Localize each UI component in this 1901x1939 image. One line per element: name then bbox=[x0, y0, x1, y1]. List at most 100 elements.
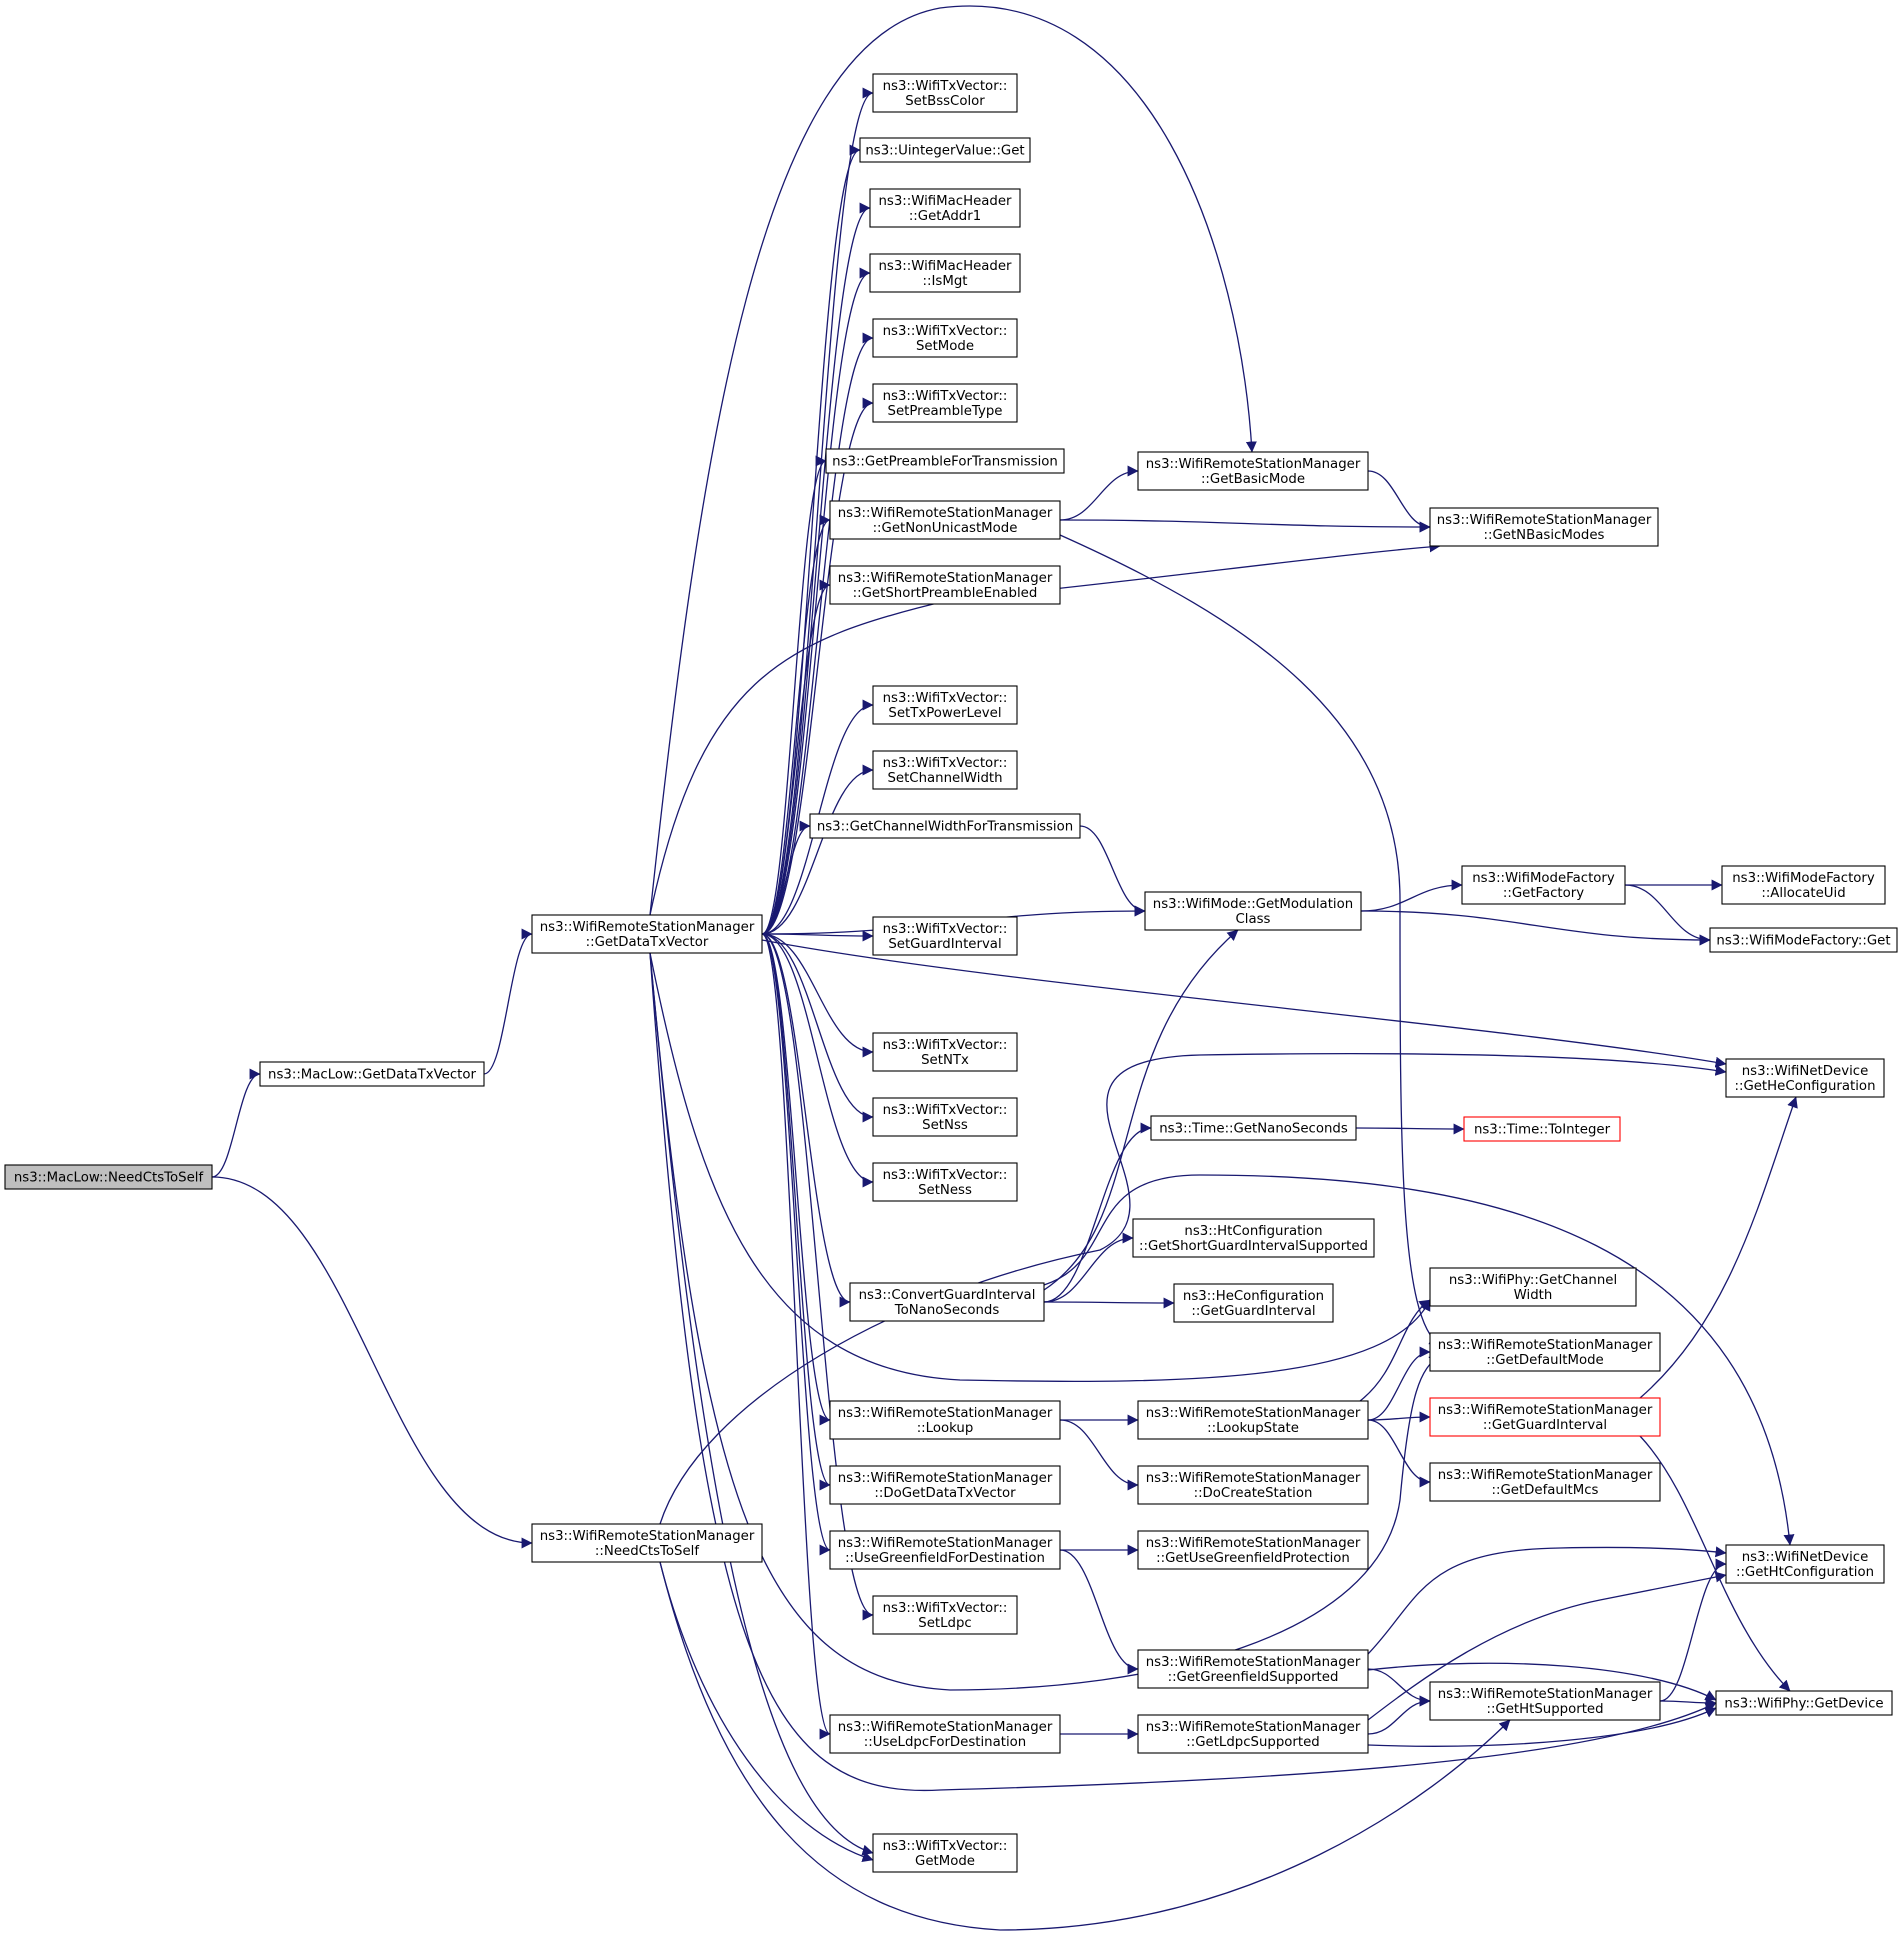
node-box bbox=[1137, 1714, 1369, 1754]
node-wifimodefactory_allocateuid[interactable]: ns3::WifiModeFactory::AllocateUid bbox=[1721, 865, 1886, 905]
node-wifiphy_getchannelwidth[interactable]: ns3::WifiPhy::GetChannelWidth bbox=[1429, 1267, 1637, 1307]
edge-wrsm_getbasicmode-to-wrsm_getnbasicmodes bbox=[1367, 470, 1431, 533]
node-wrsm_getgreenfieldsupported[interactable]: ns3::WifiRemoteStationManager::GetGreenf… bbox=[1137, 1649, 1369, 1689]
node-txv_getmode[interactable]: ns3::WifiTxVector::GetMode bbox=[872, 1833, 1018, 1873]
node-txv_setbsscolor[interactable]: ns3::WifiTxVector::SetBssColor bbox=[872, 73, 1018, 113]
node-wifimodefactory_get[interactable]: ns3::WifiModeFactory::Get bbox=[1709, 927, 1898, 953]
node-box bbox=[1173, 1283, 1334, 1323]
node-wrsm_lookupstate[interactable]: ns3::WifiRemoteStationManager::LookupSta… bbox=[1137, 1400, 1369, 1440]
node-label: ::GetHtConfiguration bbox=[1736, 1565, 1874, 1580]
node-wifiphy_getdevice[interactable]: ns3::WifiPhy::GetDevice bbox=[1715, 1690, 1893, 1716]
node-label: ::GetDefaultMcs bbox=[1492, 1483, 1599, 1498]
node-htconf_getsgisupported[interactable]: ns3::HtConfiguration::GetShortGuardInter… bbox=[1132, 1218, 1375, 1258]
node-wifimodefactory_getfactory[interactable]: ns3::WifiModeFactory::GetFactory bbox=[1461, 865, 1626, 905]
node-root[interactable]: ns3::MacLow::NeedCtsToSelf bbox=[4, 1164, 213, 1190]
edge-wifimode_getmodulationclass-to-wifimodefactory_get bbox=[1360, 910, 1711, 946]
edge-wrsm_getdatatxvector-to-txv_setchannelwidth bbox=[761, 764, 874, 935]
node-heconf_getguardinterval[interactable]: ns3::HeConfiguration::GetGuardInterval bbox=[1173, 1283, 1334, 1323]
node-label: ::NeedCtsToSelf bbox=[595, 1544, 699, 1559]
node-box bbox=[859, 137, 1031, 163]
node-getchannelwidthfortransmission[interactable]: ns3::GetChannelWidthForTransmission bbox=[809, 813, 1081, 839]
node-wrsm_getshortpreambleenabled[interactable]: ns3::WifiRemoteStationManager::GetShortP… bbox=[829, 565, 1061, 605]
node-label: ns3::WifiRemoteStationManager bbox=[1438, 1687, 1653, 1702]
node-txv_setchannelwidth[interactable]: ns3::WifiTxVector::SetChannelWidth bbox=[872, 750, 1018, 790]
node-wrsm_usegreenfieldfordestination[interactable]: ns3::WifiRemoteStationManager::UseGreenf… bbox=[829, 1530, 1061, 1570]
edge-wrsm_gethtsupported-to-netdevice_gethtconfiguration bbox=[1659, 1558, 1727, 1702]
node-wrsm_lookup[interactable]: ns3::WifiRemoteStationManager::Lookup bbox=[829, 1400, 1061, 1440]
node-machdr_getaddr1[interactable]: ns3::WifiMacHeader::GetAddr1 bbox=[869, 188, 1021, 228]
node-label: ns3::WifiRemoteStationManager bbox=[1146, 1655, 1361, 1670]
node-label: ns3::MacLow::GetDataTxVector bbox=[268, 1068, 476, 1083]
node-label: ::UseLdpcForDestination bbox=[864, 1735, 1026, 1750]
node-wrsm_getbasicmode[interactable]: ns3::WifiRemoteStationManager::GetBasicM… bbox=[1137, 451, 1369, 491]
node-wrsm_getdefaultmode[interactable]: ns3::WifiRemoteStationManager::GetDefaul… bbox=[1429, 1332, 1661, 1372]
node-netdevice_gethtconfiguration[interactable]: ns3::WifiNetDevice::GetHtConfiguration bbox=[1725, 1544, 1885, 1584]
node-label: ns3::HtConfiguration bbox=[1184, 1224, 1322, 1239]
node-label: ns3::WifiTxVector:: bbox=[883, 79, 1008, 94]
node-txv_setmode[interactable]: ns3::WifiTxVector::SetMode bbox=[872, 318, 1018, 358]
node-label: ns3::WifiRemoteStationManager bbox=[1438, 1403, 1653, 1418]
node-time_tointeger[interactable]: ns3::Time::ToInteger bbox=[1463, 1116, 1621, 1142]
node-label: SetPreambleType bbox=[888, 404, 1003, 419]
node-getpreamblefortransmission[interactable]: ns3::GetPreambleForTransmission bbox=[825, 448, 1065, 474]
edge-wrsm_getdatatxvector-to-machdr_ismgt bbox=[761, 267, 871, 935]
node-box bbox=[1725, 1058, 1885, 1098]
node-box bbox=[872, 1032, 1018, 1072]
node-box bbox=[872, 73, 1018, 113]
node-box bbox=[829, 1530, 1061, 1570]
node-box bbox=[1132, 1218, 1375, 1258]
node-box bbox=[809, 813, 1081, 839]
edge-wrsm_getdatatxvector-to-wifiphy_getchannelwidth bbox=[649, 952, 1431, 1383]
node-box bbox=[1150, 1115, 1357, 1141]
node-time_getnanoseconds[interactable]: ns3::Time::GetNanoSeconds bbox=[1150, 1115, 1357, 1141]
node-wrsm_needctstoself[interactable]: ns3::WifiRemoteStationManager::NeedCtsTo… bbox=[531, 1523, 763, 1563]
edge-wrsm_getnonunicastmode-to-wrsm_getnbasicmodes bbox=[1059, 519, 1431, 533]
edge-wrsm_getdatatxvector-to-machdr_getaddr1 bbox=[761, 202, 871, 935]
node-box bbox=[1715, 1690, 1893, 1716]
edge-wrsm_getdatatxvector-to-txv_setmode bbox=[761, 332, 874, 935]
node-label: ::GetGreenfieldSupported bbox=[1168, 1670, 1339, 1685]
node-txv_setnss[interactable]: ns3::WifiTxVector::SetNss bbox=[872, 1097, 1018, 1137]
node-txv_setntx[interactable]: ns3::WifiTxVector::SetNTx bbox=[872, 1032, 1018, 1072]
edge-wrsm_getldpcsupported-to-netdevice_gethtconfiguration bbox=[1367, 1571, 1727, 1721]
node-wrsm_docreatestation[interactable]: ns3::WifiRemoteStationManager::DoCreateS… bbox=[1137, 1465, 1369, 1505]
node-label: ns3::WifiRemoteStationManager bbox=[1146, 1536, 1361, 1551]
node-label: ns3::WifiRemoteStationManager bbox=[838, 506, 1053, 521]
node-netdevice_getheconfiguration[interactable]: ns3::WifiNetDevice::GetHeConfiguration bbox=[1725, 1058, 1885, 1098]
node-label: ns3::WifiRemoteStationManager bbox=[1146, 1720, 1361, 1735]
node-wrsm_getldpcsupported[interactable]: ns3::WifiRemoteStationManager::GetLdpcSu… bbox=[1137, 1714, 1369, 1754]
node-label: ns3::WifiPhy::GetDevice bbox=[1724, 1697, 1883, 1712]
node-wrsm_getusegreenfieldprotection[interactable]: ns3::WifiRemoteStationManager::GetUseGre… bbox=[1137, 1530, 1369, 1570]
node-txv_setness[interactable]: ns3::WifiTxVector::SetNess bbox=[872, 1162, 1018, 1202]
node-txv_setguardinterval[interactable]: ns3::WifiTxVector::SetGuardInterval bbox=[872, 916, 1018, 956]
node-txv_setldpc[interactable]: ns3::WifiTxVector::SetLdpc bbox=[872, 1595, 1018, 1635]
node-wrsm_dogetdatatxvector[interactable]: ns3::WifiRemoteStationManager::DoGetData… bbox=[829, 1465, 1061, 1505]
edge-wrsm_getldpcsupported-to-wrsm_gethtsupported bbox=[1367, 1695, 1431, 1735]
node-wrsm_getdefaultmcs[interactable]: ns3::WifiRemoteStationManager::GetDefaul… bbox=[1429, 1462, 1661, 1502]
node-maclow_getdatatxvector[interactable]: ns3::MacLow::GetDataTxVector bbox=[259, 1061, 485, 1087]
node-label: ns3::WifiMode::GetModulation bbox=[1153, 897, 1353, 912]
node-box bbox=[531, 1523, 763, 1563]
node-box bbox=[829, 500, 1061, 540]
node-wrsm_getnonunicastmode[interactable]: ns3::WifiRemoteStationManager::GetNonUni… bbox=[829, 500, 1061, 540]
node-machdr_ismgt[interactable]: ns3::WifiMacHeader::IsMgt bbox=[869, 253, 1021, 293]
node-label: ::GetShortGuardIntervalSupported bbox=[1139, 1239, 1368, 1254]
node-wrsm_getdatatxvector[interactable]: ns3::WifiRemoteStationManager::GetDataTx… bbox=[531, 914, 763, 954]
node-box bbox=[872, 916, 1018, 956]
node-uintegervalue_get[interactable]: ns3::UintegerValue::Get bbox=[859, 137, 1031, 163]
node-wrsm_getnbasicmodes[interactable]: ns3::WifiRemoteStationManager::GetNBasic… bbox=[1429, 507, 1659, 547]
edge-wrsm_getdatatxvector-to-wrsm_dogetdatatxvector bbox=[761, 933, 831, 1491]
node-label: ns3::MacLow::NeedCtsToSelf bbox=[14, 1171, 204, 1186]
node-wrsm_getguardinterval[interactable]: ns3::WifiRemoteStationManager::GetGuardI… bbox=[1429, 1397, 1661, 1437]
edge-getchannelwidthfortransmission-to-wifimode_getmodulationclass bbox=[1079, 825, 1146, 917]
edge-wrsm_getdatatxvector-to-txv_setness bbox=[761, 933, 874, 1188]
node-txv_settxpowerlevel[interactable]: ns3::WifiTxVector::SetTxPowerLevel bbox=[872, 685, 1018, 725]
node-txv_setpreambletype[interactable]: ns3::WifiTxVector::SetPreambleType bbox=[872, 383, 1018, 423]
node-wrsm_gethtsupported[interactable]: ns3::WifiRemoteStationManager::GetHtSupp… bbox=[1429, 1681, 1661, 1721]
node-box bbox=[829, 1465, 1061, 1505]
node-label: ns3::WifiRemoteStationManager bbox=[838, 1406, 1053, 1421]
edge-wrsm_getguardinterval-to-wifiphy_getdevice bbox=[1639, 1435, 1791, 1692]
node-wrsm_useldpcfordestination[interactable]: ns3::WifiRemoteStationManager::UseLdpcFo… bbox=[829, 1714, 1061, 1754]
